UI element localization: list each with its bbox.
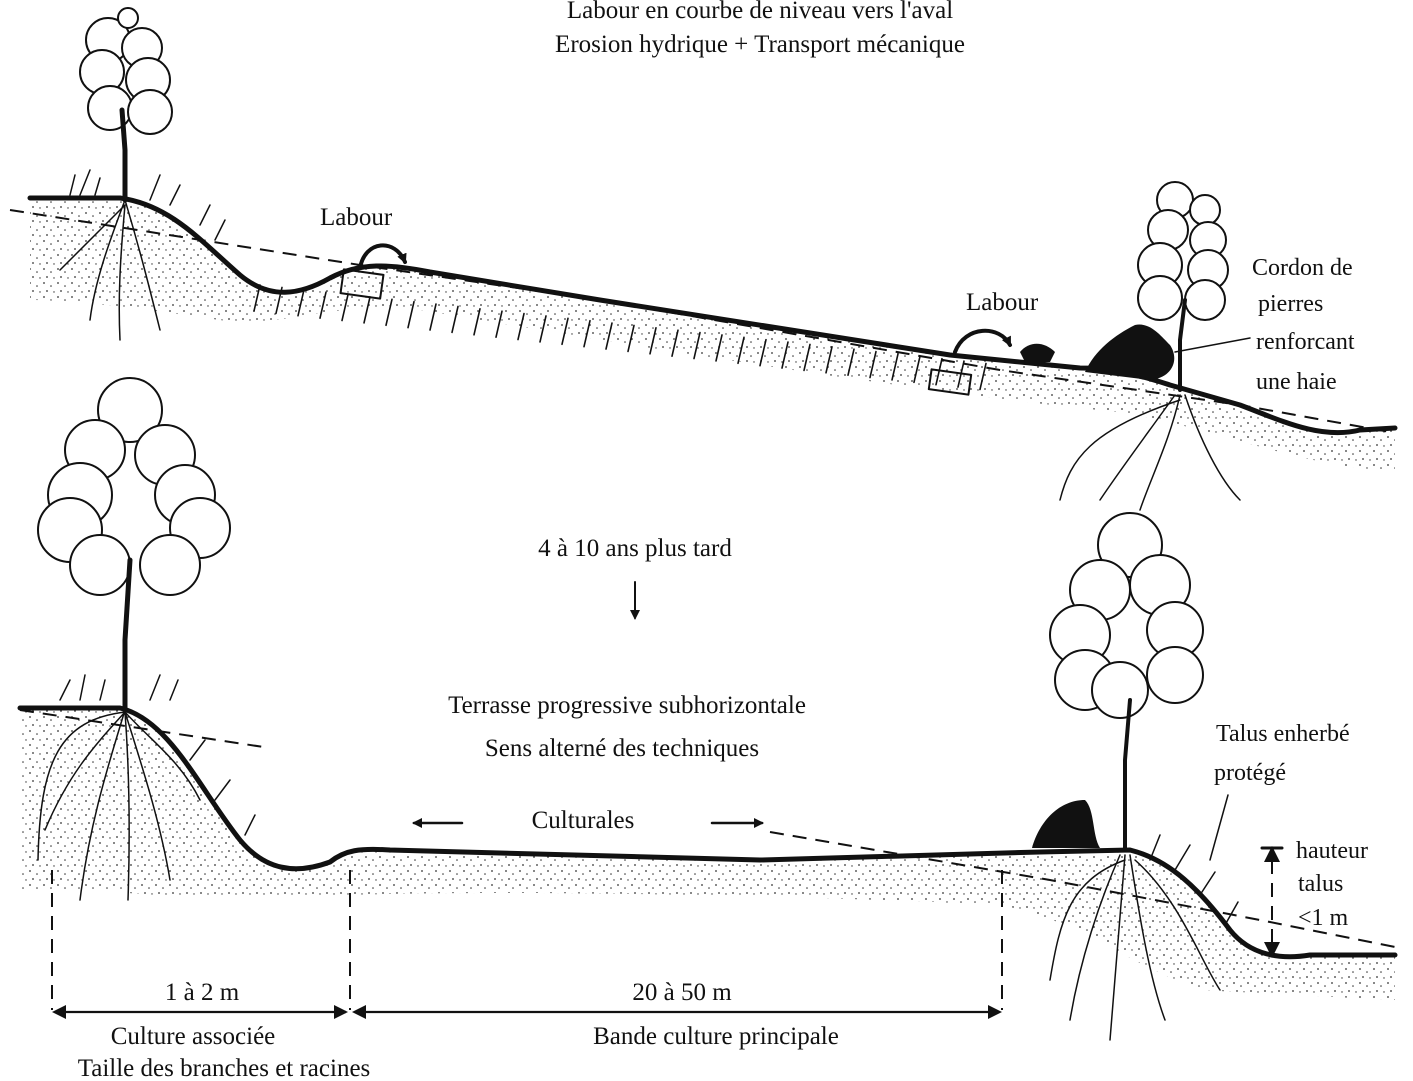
time-label: 4 à 10 ans plus tard [538, 535, 732, 562]
caption-left-2: Taille des branches et racines [78, 1055, 371, 1081]
svg-text:une haie: une haie [1256, 369, 1337, 395]
top-title-line2: Erosion hydrique + Transport mécanique [555, 31, 965, 58]
labour-label-left: Labour [320, 204, 393, 231]
stone-cordon-small [1020, 344, 1055, 362]
bottom-stone-cordon [1032, 800, 1100, 848]
caption-right: Bande culture principale [593, 1023, 839, 1050]
svg-text:pierres: pierres [1258, 291, 1323, 317]
dim-line-large-end-r [988, 1005, 1002, 1019]
talus-leader [1210, 795, 1228, 860]
stone-cordon [1085, 325, 1174, 380]
culturales-label: Culturales [532, 807, 635, 834]
svg-text:Talus enherbé: Talus enherbé [1216, 721, 1350, 747]
bottom-title-line1: Terrasse progressive subhorizontale [448, 692, 806, 719]
dim-large-label: 20 à 50 m [632, 979, 732, 1006]
dim-small-label: 1 à 2 m [165, 979, 240, 1006]
dim-line-small-end-r [334, 1005, 348, 1019]
labour-label-right: Labour [966, 289, 1039, 316]
hedge-label: Cordon de pierres renforcant une haie [1252, 255, 1355, 395]
top-profile [10, 198, 1395, 470]
svg-text:talus: talus [1298, 871, 1343, 897]
svg-text:renforcant: renforcant [1256, 329, 1355, 355]
bottom-title-line2: Sens alterné des techniques [485, 735, 759, 762]
svg-text:protégé: protégé [1214, 760, 1286, 786]
hedge-label-leader [1175, 338, 1250, 352]
svg-text:<1 m: <1 m [1298, 905, 1349, 931]
top-labour-arrow-right [955, 331, 1010, 352]
height-label: hauteur talus <1 m [1296, 838, 1368, 931]
top-title-line1: Labour en courbe de niveau vers l'aval [567, 0, 953, 24]
talus-label: Talus enherbé protégé [1214, 721, 1350, 786]
caption-left-1: Culture associée [111, 1023, 276, 1050]
svg-text:Cordon de: Cordon de [1252, 255, 1353, 281]
dim-line-large-end-l [352, 1005, 366, 1019]
dim-line-small-end-l [52, 1005, 66, 1019]
svg-text:hauteur: hauteur [1296, 838, 1368, 864]
